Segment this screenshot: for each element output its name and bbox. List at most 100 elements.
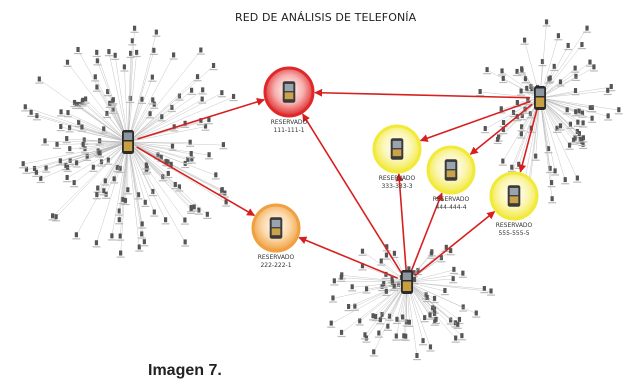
contact-node (327, 321, 335, 328)
contact-link (407, 282, 476, 314)
reserved-label-number: 444-444-4 (433, 204, 470, 212)
contact-node (338, 330, 346, 337)
contact-link (53, 142, 128, 216)
contact-node (105, 49, 113, 56)
mobile-phone-icon (445, 159, 458, 181)
contact-node (382, 289, 390, 296)
reserved-label-name: RESERVADO (433, 196, 470, 204)
contact-node (386, 314, 394, 321)
contact-node (92, 240, 100, 247)
contact-node (363, 286, 371, 293)
contact-node (459, 304, 467, 311)
contact-node (188, 88, 196, 95)
contact-node (219, 142, 227, 149)
mobile-phone-icon (508, 185, 521, 207)
contact-node (115, 217, 123, 224)
contact-node (149, 189, 157, 196)
contact-node (590, 64, 598, 71)
contact-node (148, 75, 156, 82)
contact-node (329, 295, 337, 302)
contact-node (74, 47, 82, 54)
contact-node (164, 171, 172, 178)
contact-node (150, 48, 158, 55)
contact-node (458, 333, 466, 340)
contact-node (175, 93, 183, 100)
contact-node (583, 26, 591, 33)
contact-node (117, 251, 125, 258)
contact-node (41, 138, 49, 145)
contact-node (53, 142, 61, 149)
contact-node (480, 286, 488, 293)
contact-node (111, 53, 119, 60)
contact-node (218, 90, 226, 97)
contact-node (578, 42, 586, 49)
contact-node (187, 151, 195, 158)
contact-node (518, 124, 526, 131)
contact-link (407, 282, 491, 291)
reserved-node-333-333-3 (374, 126, 420, 172)
contact-node (203, 212, 211, 219)
contact-node (63, 136, 71, 143)
contact-node (181, 217, 189, 224)
reserved-node-555-555-5 (491, 173, 537, 219)
reserved-label-name: RESERVADO (271, 119, 308, 127)
contact-node (91, 74, 99, 81)
reserved-label-name: RESERVADO (258, 254, 295, 262)
hub-bottom-contacts (327, 244, 495, 360)
contact-node (419, 338, 427, 345)
hub-right-phone-icon (534, 86, 546, 110)
contact-link (25, 107, 128, 142)
contact-node (348, 284, 356, 291)
contact-node (198, 97, 206, 104)
call-links (137, 93, 538, 279)
contact-node (56, 158, 64, 165)
contact-node (63, 175, 71, 182)
contact-node (604, 113, 612, 120)
contact-link (540, 29, 587, 98)
contact-node (441, 288, 449, 295)
contact-node (120, 64, 128, 71)
contact-node (550, 64, 558, 71)
contact-node (63, 60, 71, 67)
contact-node (141, 200, 149, 207)
contact-node (57, 109, 65, 116)
contact-node (210, 63, 218, 70)
contact-node (449, 276, 457, 283)
contact-node (483, 67, 491, 74)
figure-caption: Imagen 7. (148, 362, 222, 380)
contact-link (540, 98, 565, 180)
reserved-label-number: 111-111-1 (271, 127, 308, 135)
contact-node (93, 58, 101, 65)
contact-node (476, 89, 484, 96)
contact-link (407, 282, 456, 339)
contact-node (168, 105, 176, 112)
contact-node (186, 140, 194, 147)
contact-node (370, 349, 378, 356)
contact-node (133, 50, 141, 57)
contact-node (230, 94, 238, 101)
contact-node (138, 221, 146, 228)
contact-link (407, 282, 484, 289)
contact-node (393, 317, 401, 324)
contact-node (548, 180, 556, 187)
contact-node (481, 126, 489, 133)
contact-link (128, 127, 206, 142)
reserved-label-number: 555-555-5 (496, 230, 533, 238)
contact-node (356, 318, 364, 325)
contact-node (170, 52, 178, 59)
contact-node (428, 249, 436, 256)
mobile-phone-icon (270, 217, 283, 239)
contact-node (384, 324, 392, 331)
contact-node (588, 116, 596, 123)
hub-left-phone-icon (122, 130, 134, 154)
contact-node (181, 239, 189, 246)
contact-node (162, 217, 170, 224)
contact-node (345, 304, 353, 311)
contact-node (199, 87, 207, 94)
contact-node (518, 66, 526, 73)
